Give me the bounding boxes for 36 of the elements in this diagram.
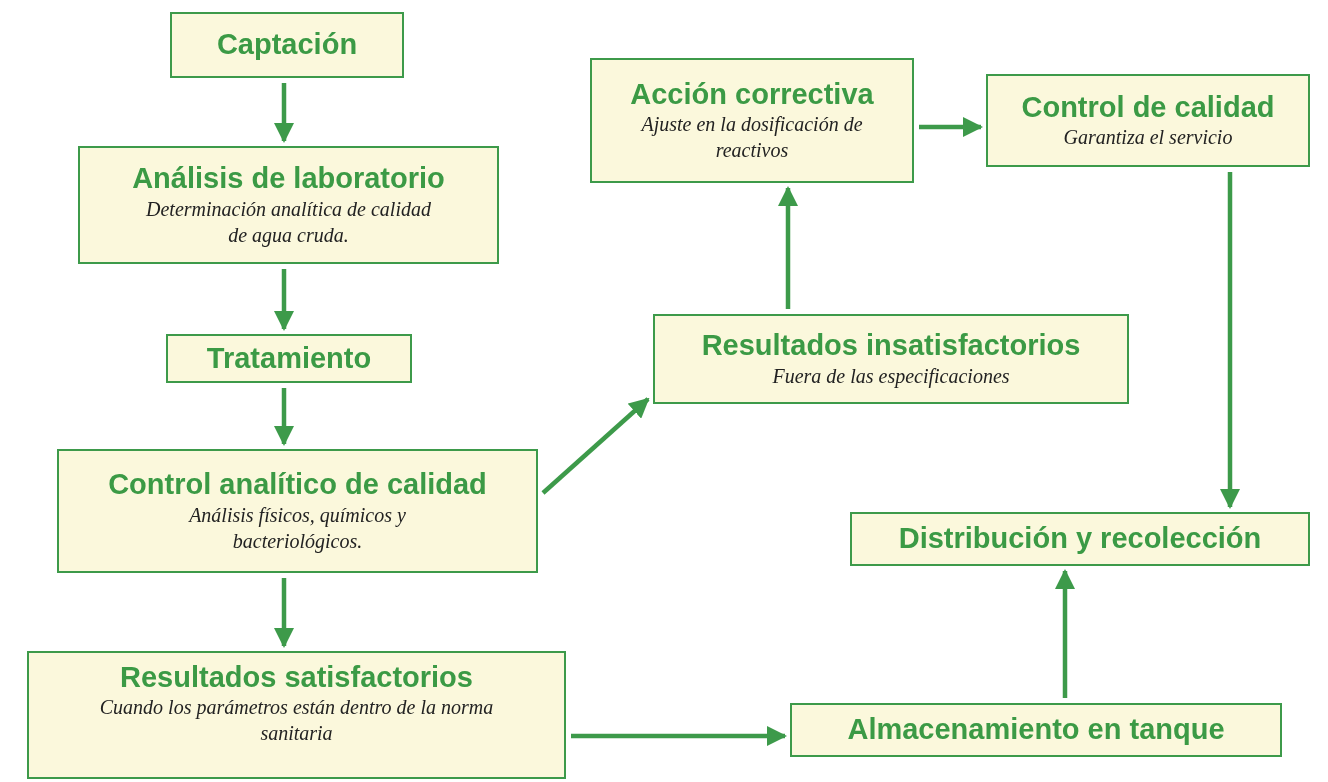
arrow [1054, 569, 1076, 698]
box-description: Garantiza el servicio [1063, 125, 1233, 151]
arrow [273, 269, 295, 332]
arrow [919, 116, 984, 138]
process-box [27, 651, 566, 779]
process-box [790, 703, 1282, 757]
arrow [571, 725, 788, 747]
arrow [273, 388, 295, 447]
process-box [590, 58, 914, 183]
process-box [986, 74, 1310, 167]
box-description: Ajuste en la dosificación de reactivos [639, 112, 864, 164]
box-heading: Análisis de laboratorio [132, 162, 445, 196]
process-box [170, 12, 404, 78]
arrow [1219, 172, 1241, 510]
box-heading: Control analítico de calidad [108, 468, 487, 502]
box-heading: Distribución y recolección [898, 522, 1262, 556]
arrow [273, 578, 295, 649]
box-description: Determinación analítica de calidad de agua cruda. [145, 196, 432, 248]
box-heading: Almacenamiento en tanque [847, 713, 1225, 747]
arrow [777, 186, 799, 309]
process-box [850, 512, 1310, 566]
box-heading: Tratamiento [206, 341, 372, 376]
box-heading: Control de calidad [1021, 90, 1275, 125]
box-description: Fuera de las especificaciones [772, 363, 1010, 389]
box-heading: Captación [216, 28, 358, 62]
box-heading: Resultados insatisfactorios [701, 329, 1081, 363]
box-description: Cuando los parámetros están dentro de la norma sanitaria [98, 695, 495, 747]
arrow [273, 83, 295, 144]
process-box [57, 449, 538, 573]
box-description: Análisis físicos, químicos y bacteriológicos. [187, 502, 407, 554]
box-heading: Acción correctiva [630, 77, 874, 112]
arrow [541, 397, 650, 495]
process-box [78, 146, 499, 264]
process-box [166, 334, 412, 383]
process-box [653, 314, 1129, 404]
box-heading: Resultados satisfactorios [120, 661, 473, 695]
